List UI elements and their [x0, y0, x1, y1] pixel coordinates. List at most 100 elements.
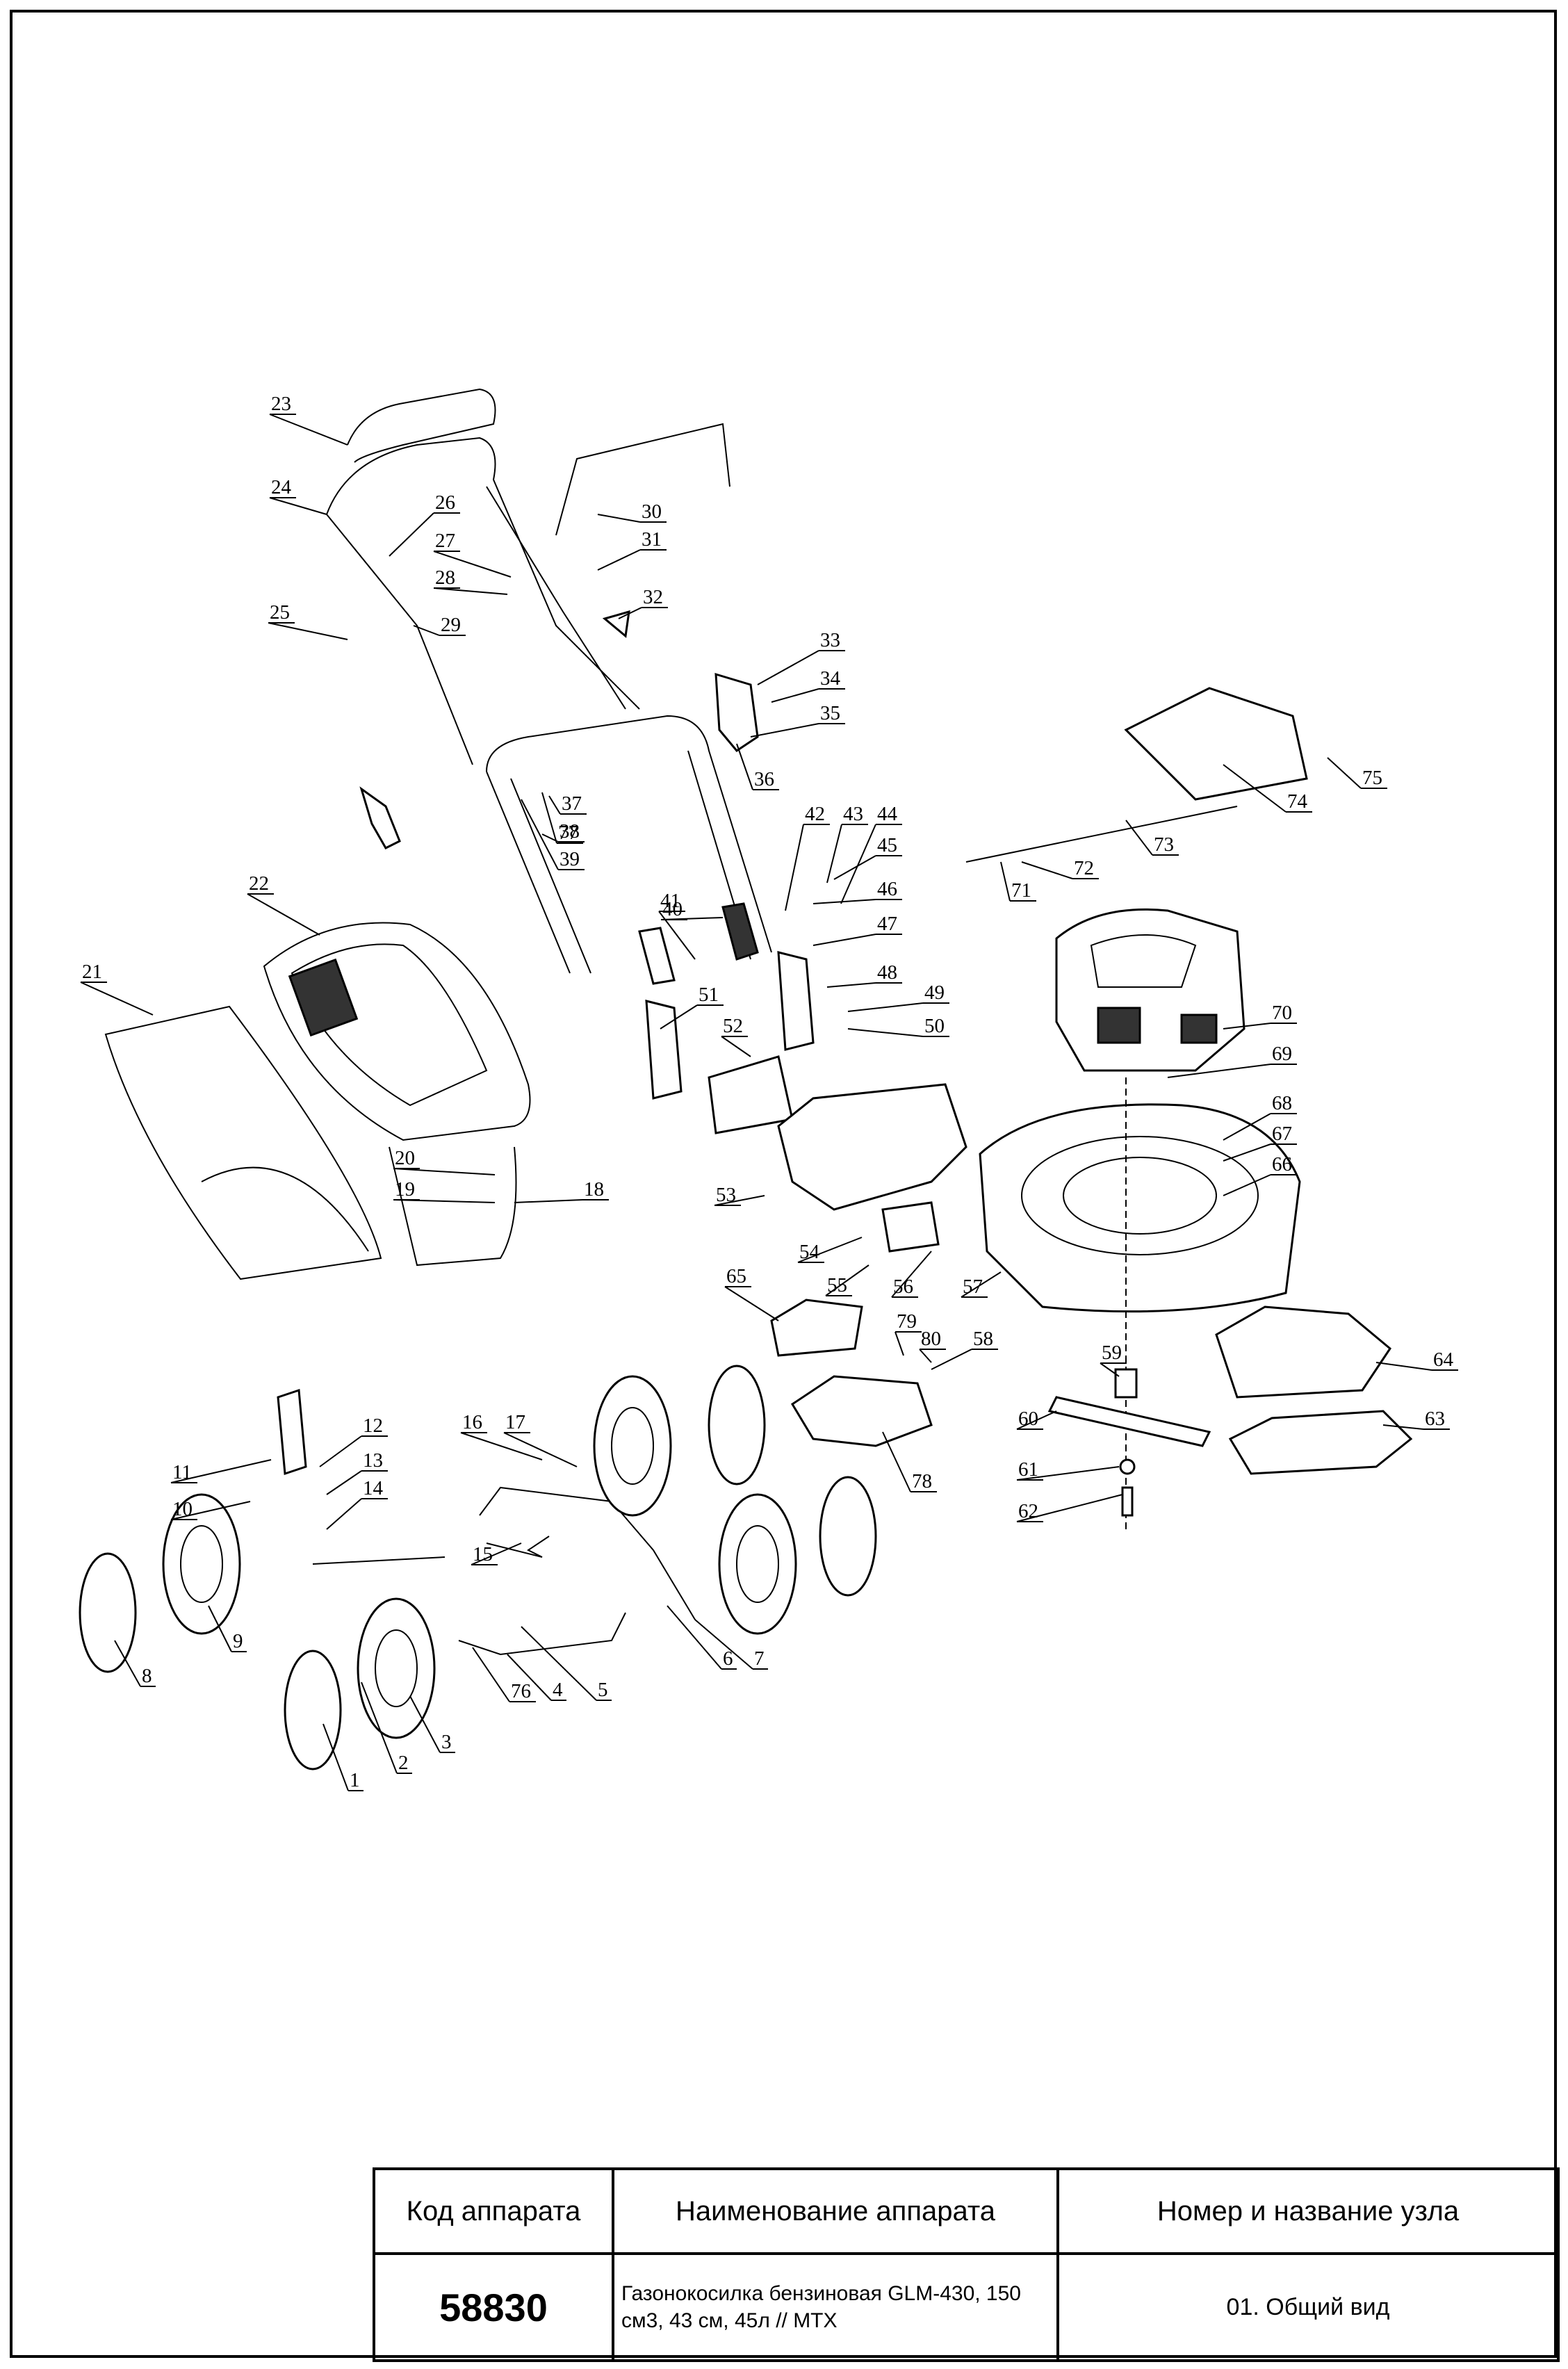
callout-number: 59 [1102, 1342, 1122, 1364]
unit-name: 01. Общий вид [1056, 2252, 1560, 2362]
callout-leader-line [1016, 1494, 1123, 1522]
callout-number: 56 [893, 1276, 913, 1298]
callout-73: 73 [1125, 820, 1179, 856]
callout-leader-line [1021, 861, 1073, 879]
callout-number: 79 [897, 1310, 917, 1333]
callout-leader-line [771, 688, 819, 703]
callout-number: 30 [642, 500, 662, 523]
callout-34: 34 [771, 667, 845, 703]
callout-number: 48 [877, 961, 897, 984]
callout-number: 60 [1018, 1408, 1038, 1430]
callout-leader-line [208, 1605, 232, 1652]
callout-leader-line [170, 1459, 272, 1483]
callout-leader-line [812, 934, 876, 946]
callout-number: 7 [754, 1647, 765, 1670]
callout-4: 4 [507, 1654, 566, 1701]
callout-leader-line [826, 824, 842, 884]
callout-leader-line [833, 855, 876, 880]
callout-leader-line [931, 1349, 972, 1370]
callout-38: 38 [541, 820, 585, 842]
mower-deck [979, 1103, 1301, 1313]
callout-number: 49 [924, 982, 945, 1004]
callout-leader-line [660, 1004, 698, 1029]
device-code: 58830 [373, 2252, 614, 2362]
callout-number: 1 [350, 1769, 360, 1791]
callout-leader-line [80, 982, 154, 1016]
callout-number: 34 [820, 667, 841, 690]
callout-number: 15 [473, 1543, 493, 1565]
callout-leader-line [961, 1271, 1002, 1298]
callout-leader-line [1223, 1023, 1271, 1029]
header-device-name: Наименование аппарата [612, 2167, 1059, 2255]
callout-number: 5 [598, 1679, 608, 1701]
callout-number: 19 [395, 1178, 415, 1200]
callout-leader-line [269, 497, 327, 515]
callout-leader-line [268, 622, 348, 640]
callout-number: 39 [560, 848, 580, 870]
front-cover [1215, 1305, 1391, 1399]
callout-number: 55 [827, 1274, 847, 1296]
callout-7: 7 [694, 1619, 768, 1670]
callout-17: 17 [503, 1411, 578, 1467]
callout-number: 64 [1433, 1349, 1454, 1371]
callout-leader-line [114, 1640, 141, 1687]
callout-number: 25 [270, 601, 290, 624]
callout-leader-line [1375, 1362, 1432, 1371]
callout-number: 67 [1272, 1123, 1292, 1145]
callout-leader-line [1223, 1174, 1271, 1196]
callout-number: 24 [271, 476, 292, 498]
callout-19: 19 [393, 1178, 496, 1203]
callout-leader-line [1382, 1424, 1424, 1430]
callout-70: 70 [1223, 1002, 1297, 1029]
callout-leader-line [714, 1195, 765, 1206]
callout-leader-line [785, 824, 804, 911]
callout-number: 61 [1018, 1458, 1038, 1481]
rear-flap [708, 1055, 794, 1134]
callout-26: 26 [389, 491, 460, 557]
callout-number: 12 [363, 1415, 383, 1437]
callout-leader-line [840, 824, 876, 904]
callout-leader-line [460, 1432, 543, 1460]
callout-leader-line [597, 514, 641, 523]
callout-number: 43 [843, 803, 863, 825]
callout-leader-line [724, 1286, 779, 1321]
callout-number: 57 [963, 1276, 983, 1298]
callout-31: 31 [597, 528, 667, 571]
callout-3: 3 [409, 1695, 455, 1753]
deflector [790, 1375, 933, 1447]
callout-41: 41 [658, 890, 696, 960]
callout-72: 72 [1021, 857, 1099, 879]
callout-number: 54 [799, 1241, 820, 1263]
callout-number: 33 [820, 629, 840, 651]
callout-64: 64 [1375, 1349, 1458, 1371]
callout-number: 41 [660, 890, 680, 912]
callout-number: 6 [723, 1647, 733, 1670]
callout-leader-line [433, 551, 512, 578]
callout-leader-line [507, 1654, 552, 1701]
rear-bracket-right [777, 951, 815, 1051]
device-name: Газонокосилка бензиновая GLM-430, 150 см… [612, 2252, 1059, 2362]
callout-number: 40 [662, 898, 683, 920]
callout-leader-line [882, 1431, 911, 1492]
callout-56: 56 [891, 1251, 932, 1298]
callout-number: 26 [435, 491, 455, 514]
callout-leader-line [825, 1264, 869, 1296]
callout-number: 18 [584, 1178, 604, 1200]
callout-number: 74 [1287, 790, 1308, 813]
callout-number: 9 [233, 1630, 243, 1652]
wheel-front-left [79, 1493, 241, 1673]
rear-bracket-left [645, 1000, 683, 1100]
callout-2: 2 [361, 1682, 412, 1774]
callout-42: 42 [785, 803, 830, 911]
callout-number: 14 [363, 1477, 384, 1499]
callout-leader-line [326, 1470, 362, 1495]
callout-36: 36 [736, 743, 779, 790]
title-block-header-row: Код аппарата Наименование аппарата Номер… [373, 2167, 1560, 2255]
callout-number: 21 [82, 961, 102, 983]
callout-15: 15 [471, 1542, 522, 1565]
callout-number: 37 [562, 792, 582, 815]
callout-leader-line [389, 512, 434, 557]
title-block: Код аппарата Наименование аппарата Номер… [373, 2167, 1560, 2362]
callout-43: 43 [826, 803, 868, 884]
cutting-blade [1047, 1396, 1211, 1447]
